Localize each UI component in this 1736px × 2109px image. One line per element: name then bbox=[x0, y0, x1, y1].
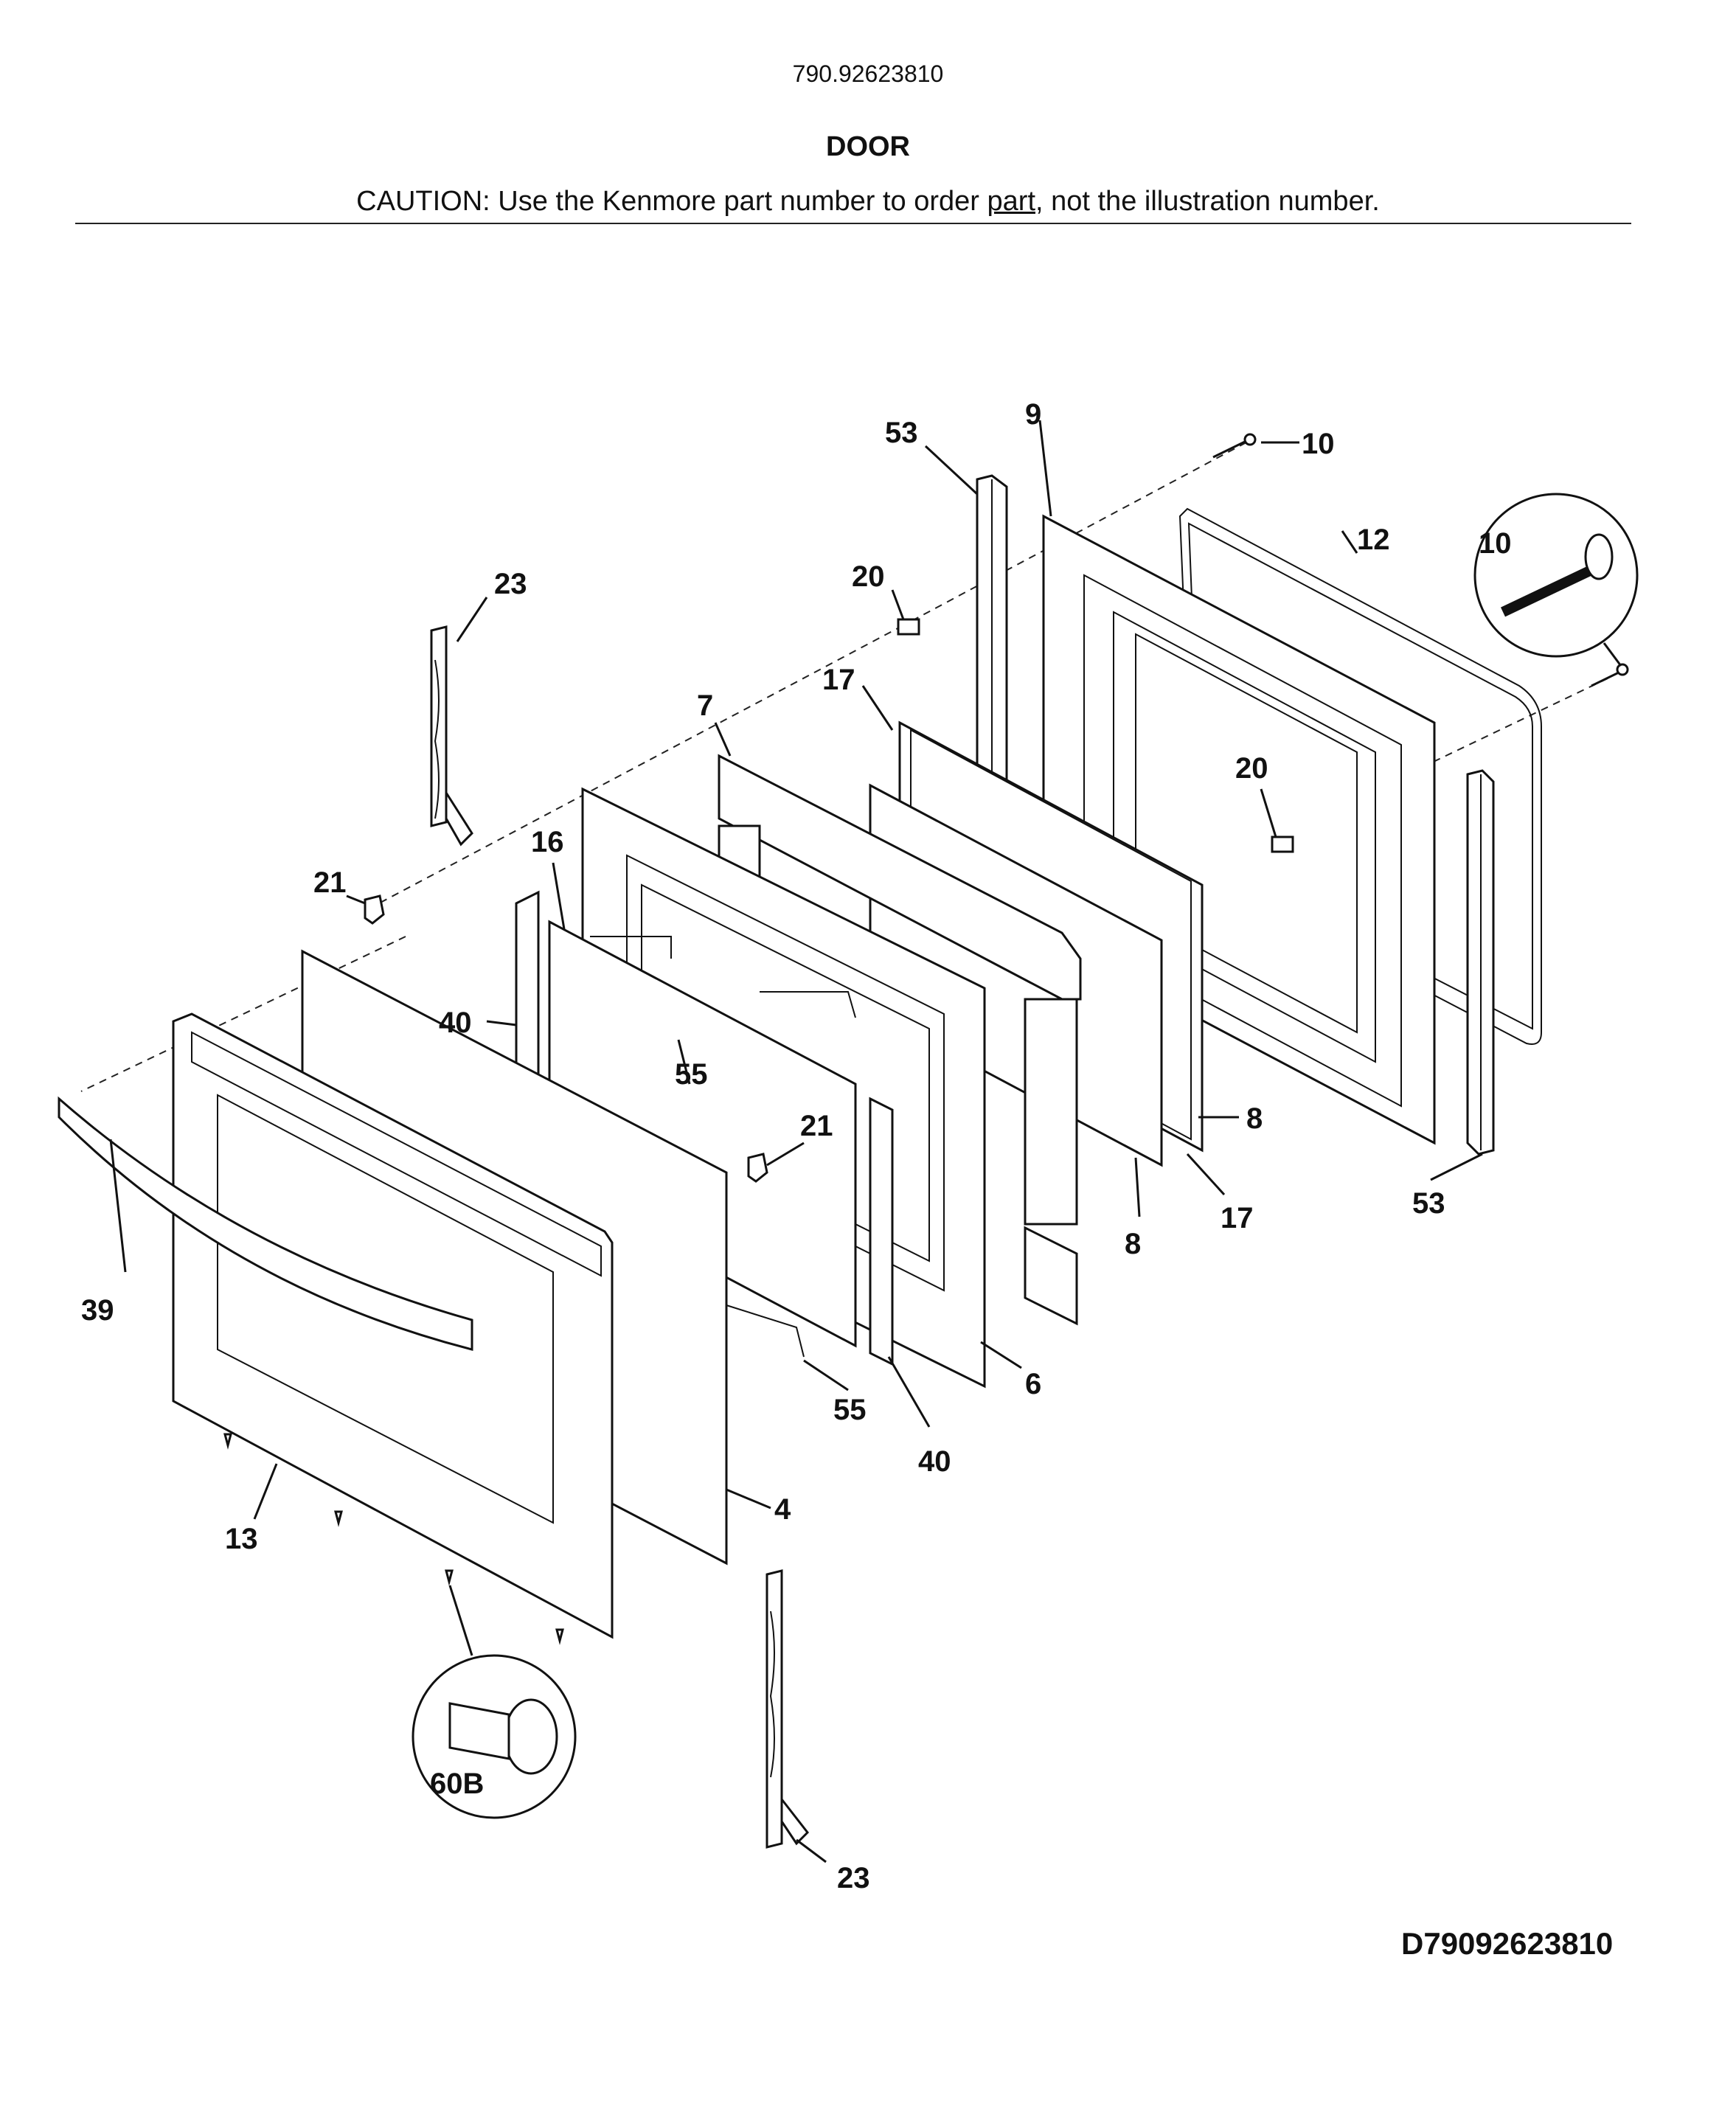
hinge-23-bottom bbox=[765, 1569, 809, 1849]
handle-39 bbox=[58, 1096, 473, 1351]
callout-13: 13 bbox=[225, 1523, 258, 1555]
clip-20-right bbox=[1271, 835, 1294, 853]
screw-60b-detail bbox=[412, 1654, 577, 1819]
callout-21-left: 21 bbox=[313, 866, 347, 899]
caution-note: CAUTION: Use the Kenmore part number to … bbox=[0, 186, 1736, 218]
header-divider bbox=[75, 223, 1631, 224]
hinge-receiver-55-top bbox=[590, 936, 856, 1018]
callouts: 53 9 10 12 10 23 20 17 7 20 16 21 40 55 … bbox=[81, 398, 1512, 1894]
callout-17-bottom: 17 bbox=[1221, 1202, 1254, 1234]
callout-8-right: 8 bbox=[1246, 1102, 1263, 1135]
model-number: 790.92623810 bbox=[792, 60, 944, 87]
screw-10-detail bbox=[1473, 493, 1639, 667]
callout-40-bottom: 40 bbox=[918, 1445, 951, 1478]
callout-53-top: 53 bbox=[885, 417, 918, 449]
pad-21-mid bbox=[747, 1153, 768, 1183]
caution-suffix: , not the illustration number. bbox=[1035, 186, 1380, 217]
drawing-id: D79092623810 bbox=[1401, 1926, 1614, 1961]
callout-6: 6 bbox=[1025, 1368, 1041, 1400]
screw-10-right bbox=[1591, 663, 1629, 687]
callout-21-mid: 21 bbox=[800, 1110, 833, 1142]
callout-10-detail: 10 bbox=[1479, 527, 1512, 560]
callout-10-top: 10 bbox=[1302, 428, 1335, 460]
alignment-lines bbox=[80, 442, 1608, 1313]
bracket-40-right bbox=[869, 1097, 894, 1366]
callout-12: 12 bbox=[1357, 524, 1390, 556]
callout-39: 39 bbox=[81, 1294, 114, 1327]
clip-20-left bbox=[897, 618, 920, 636]
callout-60b: 60B bbox=[430, 1768, 484, 1800]
callout-20-left: 20 bbox=[852, 560, 885, 593]
callout-23-bottom: 23 bbox=[837, 1862, 870, 1894]
side-trim-53-right bbox=[1466, 769, 1495, 1156]
callout-16: 16 bbox=[531, 826, 564, 858]
screw-10-top bbox=[1212, 433, 1257, 459]
callout-4: 4 bbox=[774, 1493, 791, 1526]
callout-55-bottom: 55 bbox=[833, 1394, 867, 1426]
callout-17-top: 17 bbox=[822, 664, 855, 696]
section-title: DOOR bbox=[826, 131, 910, 162]
callout-20-right: 20 bbox=[1235, 752, 1268, 785]
gasket-12 bbox=[1178, 507, 1542, 1045]
callout-53-bottom: 53 bbox=[1412, 1187, 1445, 1220]
hinge-23-top bbox=[430, 625, 473, 847]
caution-part-link[interactable]: part bbox=[987, 186, 1035, 217]
callout-55-top: 55 bbox=[675, 1058, 708, 1091]
callout-23-top: 23 bbox=[494, 568, 527, 600]
callout-7: 7 bbox=[697, 689, 713, 722]
leader-lines bbox=[109, 420, 1483, 1863]
callout-8-bottom: 8 bbox=[1125, 1228, 1141, 1260]
screw-60b-group bbox=[223, 1433, 564, 1645]
callout-9: 9 bbox=[1025, 398, 1041, 431]
hinge-receiver-55-bottom bbox=[726, 1304, 805, 1358]
pad-21-left bbox=[364, 894, 385, 925]
callout-40-left: 40 bbox=[439, 1007, 472, 1039]
caution-prefix: CAUTION: Use the Kenmore part number to … bbox=[356, 186, 987, 217]
